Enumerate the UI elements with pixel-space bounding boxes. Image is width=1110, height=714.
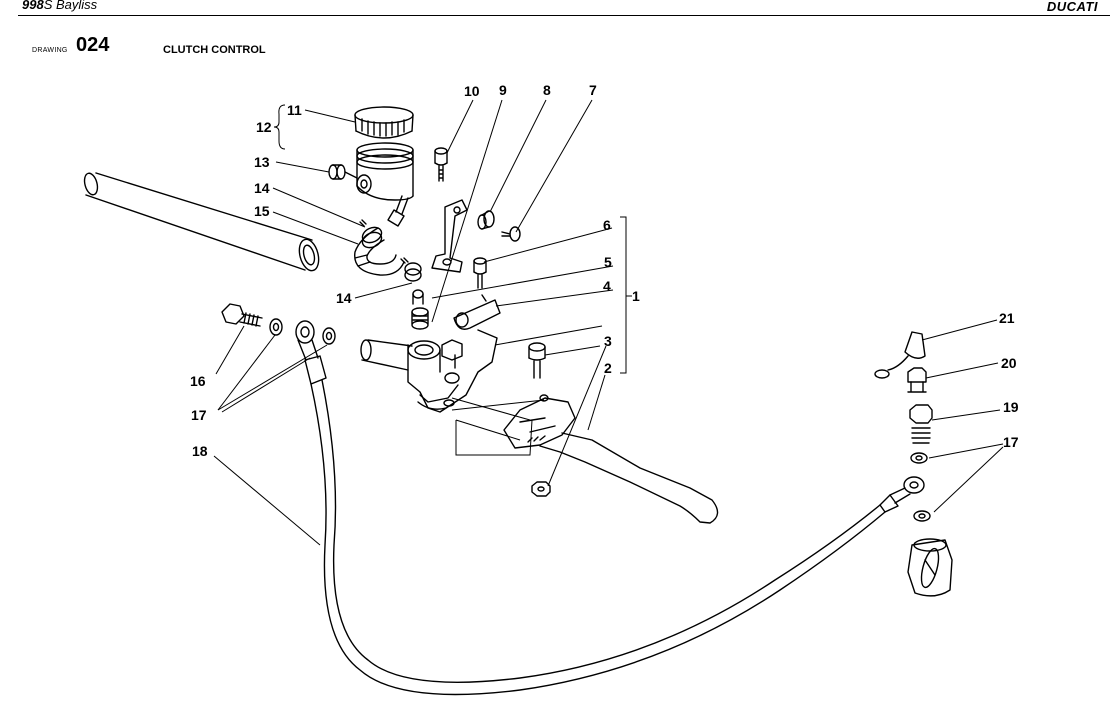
callout-numbers: 11 12 13 14 15 14 10 9 8 7 6 5 4 1 3 2 1… [190, 82, 1019, 459]
sealing-washer-left-b [322, 327, 336, 345]
callout-14-upper: 14 [254, 180, 270, 196]
model-name: 998S Bayliss [22, 0, 97, 12]
bleed-union [909, 404, 933, 444]
callout-10: 10 [464, 83, 480, 99]
callout-6: 6 [603, 217, 611, 233]
callout-2: 2 [604, 360, 612, 376]
callout-3-upper: 3 [604, 333, 612, 349]
fluid-reservoir [356, 142, 414, 227]
callout-13: 13 [254, 154, 270, 170]
hose-clamp-lower [400, 257, 422, 282]
pivot-bolt [528, 342, 546, 379]
callout-5: 5 [604, 254, 612, 270]
reservoir-bolt [328, 164, 358, 180]
drawing-number: 024 [76, 34, 110, 56]
callout-17-left: 17 [191, 407, 207, 423]
callout-12: 12 [256, 119, 272, 135]
drawing-title: CLUTCH CONTROL [163, 44, 266, 56]
callout-4: 4 [603, 278, 611, 294]
grommet-screw [501, 226, 521, 242]
bleed-valve [907, 367, 927, 393]
reservoir-hose [354, 227, 405, 276]
callout-16: 16 [190, 373, 206, 389]
callout-8: 8 [543, 82, 551, 98]
pivot-nut [531, 481, 551, 497]
header-divider [18, 15, 1110, 16]
brand-logo: DUCATI [1046, 0, 1098, 14]
drawing-label: DRAWING [32, 47, 68, 54]
callout-17-right: 17 [1003, 434, 1019, 450]
dust-cap [874, 331, 926, 379]
callout-20: 20 [1001, 355, 1017, 371]
callout-21: 21 [999, 310, 1015, 326]
handlebar-clamp [453, 294, 501, 330]
clutch-hose [310, 379, 886, 696]
leader-lines [213, 99, 1004, 546]
rubber-grommet [477, 210, 495, 230]
hose-fitting [411, 289, 429, 330]
sealing-washer-right-a [910, 452, 928, 464]
hose-clamp-upper [359, 219, 383, 249]
callout-15: 15 [254, 203, 270, 219]
callout-18: 18 [192, 443, 208, 459]
callout-1: 1 [632, 288, 640, 304]
banjo-bolt [221, 303, 263, 327]
clamp-screw [473, 257, 487, 289]
model-number: 998 [22, 0, 44, 12]
callout-9: 9 [499, 82, 507, 98]
banjo-fitting-right [879, 476, 925, 513]
callout-19: 19 [1003, 399, 1019, 415]
page-header: 998S Bayliss DUCATI [0, 0, 1110, 16]
sealing-washer-left-a [269, 318, 283, 336]
banjo-fitting-left [295, 320, 327, 385]
callout-7: 7 [589, 82, 597, 98]
callout-11: 11 [287, 102, 302, 118]
reservoir-cap [354, 106, 414, 139]
clutch-lever [503, 394, 719, 524]
callout-14-lower: 14 [336, 290, 352, 306]
master-cylinder [360, 329, 498, 413]
model-variant: S Bayliss [43, 0, 98, 12]
sealing-washer-right-b [913, 510, 931, 522]
handlebar-tube [83, 172, 320, 272]
slave-cylinder [907, 538, 953, 597]
mounting-bracket [431, 199, 468, 273]
bracket-screw [434, 147, 448, 182]
